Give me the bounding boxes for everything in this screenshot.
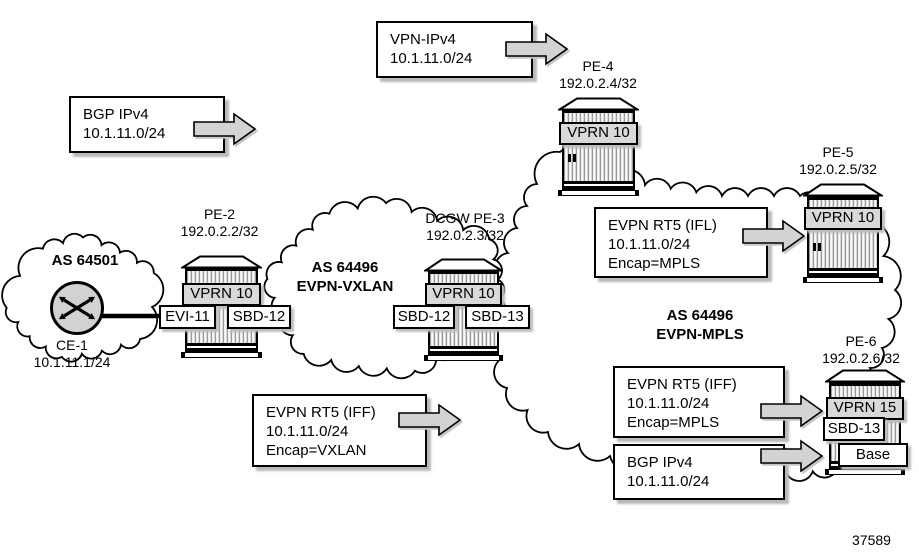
node-label-pe6: PE-6 192.0.2.6/32 xyxy=(803,333,919,367)
ce1-name: CE-1 xyxy=(56,337,88,353)
flow-arrow-rt5-iff-vxlan xyxy=(398,403,462,437)
callout-vpn-ipv4: VPN-IPv4 10.1.11.0/24 xyxy=(376,21,533,78)
node-label-pe5: PE-5 192.0.2.5/32 xyxy=(780,144,896,178)
node-label-pe3: DCGW PE-3 192.0.2.3/32 xyxy=(403,210,527,244)
callout-line: 10.1.11.0/24 xyxy=(627,395,710,412)
pe3-name: DCGW PE-3 xyxy=(425,210,505,226)
tag-sbd-13-pe3: SBD-13 xyxy=(465,305,530,329)
led-marks xyxy=(813,243,816,251)
router-pe3: VPRN 10 SBD-12 SBD-13 xyxy=(393,258,530,361)
led-marks xyxy=(568,154,571,162)
router-lid xyxy=(181,255,262,269)
pe5-name: PE-5 xyxy=(822,144,854,160)
callout-bgp-ipv4-top: BGP IPv4 10.1.11.0/24 xyxy=(69,96,225,153)
flow-arrow-rt5-iff-mpls xyxy=(760,394,824,428)
router-foot xyxy=(424,355,503,361)
node-label-ce1: CE-1 10.1.11.1/24 xyxy=(17,337,127,371)
vxlan-as-label: AS 64496 xyxy=(311,259,379,276)
cloud-label-evpn-mpls: AS 64496 EVPN-MPLS xyxy=(625,306,775,344)
router-pe2: VPRN 10 EVI-11 SBD-12 xyxy=(159,255,291,358)
callout-line: 10.1.11.0/24 xyxy=(266,423,349,440)
service-plate-pe2: VPRN 10 xyxy=(182,283,261,306)
callout-evpn-rt5-iff-vxlan: EVPN RT5 (IFF) 10.1.11.0/24 Encap=VXLAN xyxy=(252,394,427,467)
vxlan-tech-label: EVPN-VXLAN xyxy=(296,278,394,295)
router-foot xyxy=(181,352,262,358)
flow-arrow-rt5-ifl xyxy=(742,219,806,253)
callout-line: BGP IPv4 xyxy=(627,454,693,471)
callout-line: VPN-IPv4 xyxy=(390,31,456,48)
crossed-arrows-icon xyxy=(58,296,96,320)
tag-sbd-12-pe2: SBD-12 xyxy=(227,305,291,329)
tag-sbd-12-pe3: SBD-12 xyxy=(393,305,455,329)
service-plate-pe3: VPRN 10 xyxy=(425,283,502,306)
router-lid xyxy=(803,183,883,197)
figure-number: 37589 xyxy=(852,532,891,548)
callout-line: EVPN RT5 (IFF) xyxy=(266,404,376,421)
callout-line: Encap=MPLS xyxy=(627,414,720,431)
mpls-as-label: AS 64496 xyxy=(666,307,734,324)
flow-arrow-bgp-top xyxy=(193,112,257,146)
pe2-name: PE-2 xyxy=(203,206,236,222)
callout-line: Encap=VXLAN xyxy=(266,442,367,459)
pe4-loopback: 192.0.2.4/32 xyxy=(559,75,637,91)
pe3-loopback: 192.0.2.3/32 xyxy=(426,227,504,243)
as64501-label: AS 64501 xyxy=(51,252,119,269)
service-plate-pe6: VPRN 15 xyxy=(826,397,904,420)
service-plate-pe5: VPRN 10 xyxy=(804,207,882,230)
router-lid xyxy=(424,258,503,272)
callout-line: 10.1.11.0/24 xyxy=(608,236,691,253)
mpls-tech-label: EVPN-MPLS xyxy=(656,326,744,343)
pe5-loopback: 192.0.2.5/32 xyxy=(799,161,877,177)
node-label-pe2: PE-2 192.0.2.2/32 xyxy=(162,206,277,240)
callout-line: EVPN RT5 (IFF) xyxy=(627,376,737,393)
router-lid xyxy=(825,369,905,383)
router-icon-ce1 xyxy=(50,281,104,335)
callout-line: EVPN RT5 (IFL) xyxy=(608,217,717,234)
pe6-loopback: 192.0.2.6/32 xyxy=(822,350,900,366)
callout-line: 10.1.11.0/24 xyxy=(627,473,710,490)
router-pe6: VPRN 15 SBD-13 Base xyxy=(823,369,908,475)
callout-line: Encap=MPLS xyxy=(608,255,701,272)
ce1-ip: 10.1.11.1/24 xyxy=(33,354,111,370)
router-foot xyxy=(825,469,905,475)
tag-sbd-13-pe6: SBD-13 xyxy=(823,417,885,441)
cloud-label-as64501: AS 64501 xyxy=(25,251,145,270)
node-label-pe4: PE-4 192.0.2.4/32 xyxy=(540,58,656,92)
router-foot xyxy=(558,190,639,196)
tag-base: Base xyxy=(838,443,908,467)
flow-arrow-bgp-bottom xyxy=(760,439,824,473)
callout-line: 10.1.11.0/24 xyxy=(390,50,473,67)
pe2-loopback: 192.0.2.2/32 xyxy=(180,223,259,239)
callout-bgp-ipv4-bottom: BGP IPv4 10.1.11.0/24 xyxy=(613,444,785,500)
router-foot xyxy=(803,277,883,283)
pe4-name: PE-4 xyxy=(582,58,614,74)
pe6-name: PE-6 xyxy=(845,333,877,349)
callout-line: BGP IPv4 xyxy=(83,106,149,123)
router-pe4: VPRN 10 xyxy=(558,97,639,198)
tag-evi-11: EVI-11 xyxy=(159,305,216,329)
cloud-label-evpn-vxlan: AS 64496 EVPN-VXLAN xyxy=(285,258,405,296)
flow-arrow-vpn-ipv4 xyxy=(505,32,569,66)
service-plate-pe4: VPRN 10 xyxy=(559,122,638,145)
callout-evpn-rt5-ifl: EVPN RT5 (IFL) 10.1.11.0/24 Encap=MPLS xyxy=(594,207,768,278)
callout-line: 10.1.11.0/24 xyxy=(83,125,166,142)
router-pe5: VPRN 10 xyxy=(803,183,883,283)
router-lid xyxy=(558,97,639,111)
callout-evpn-rt5-iff-mpls: EVPN RT5 (IFF) 10.1.11.0/24 Encap=MPLS xyxy=(613,366,785,438)
